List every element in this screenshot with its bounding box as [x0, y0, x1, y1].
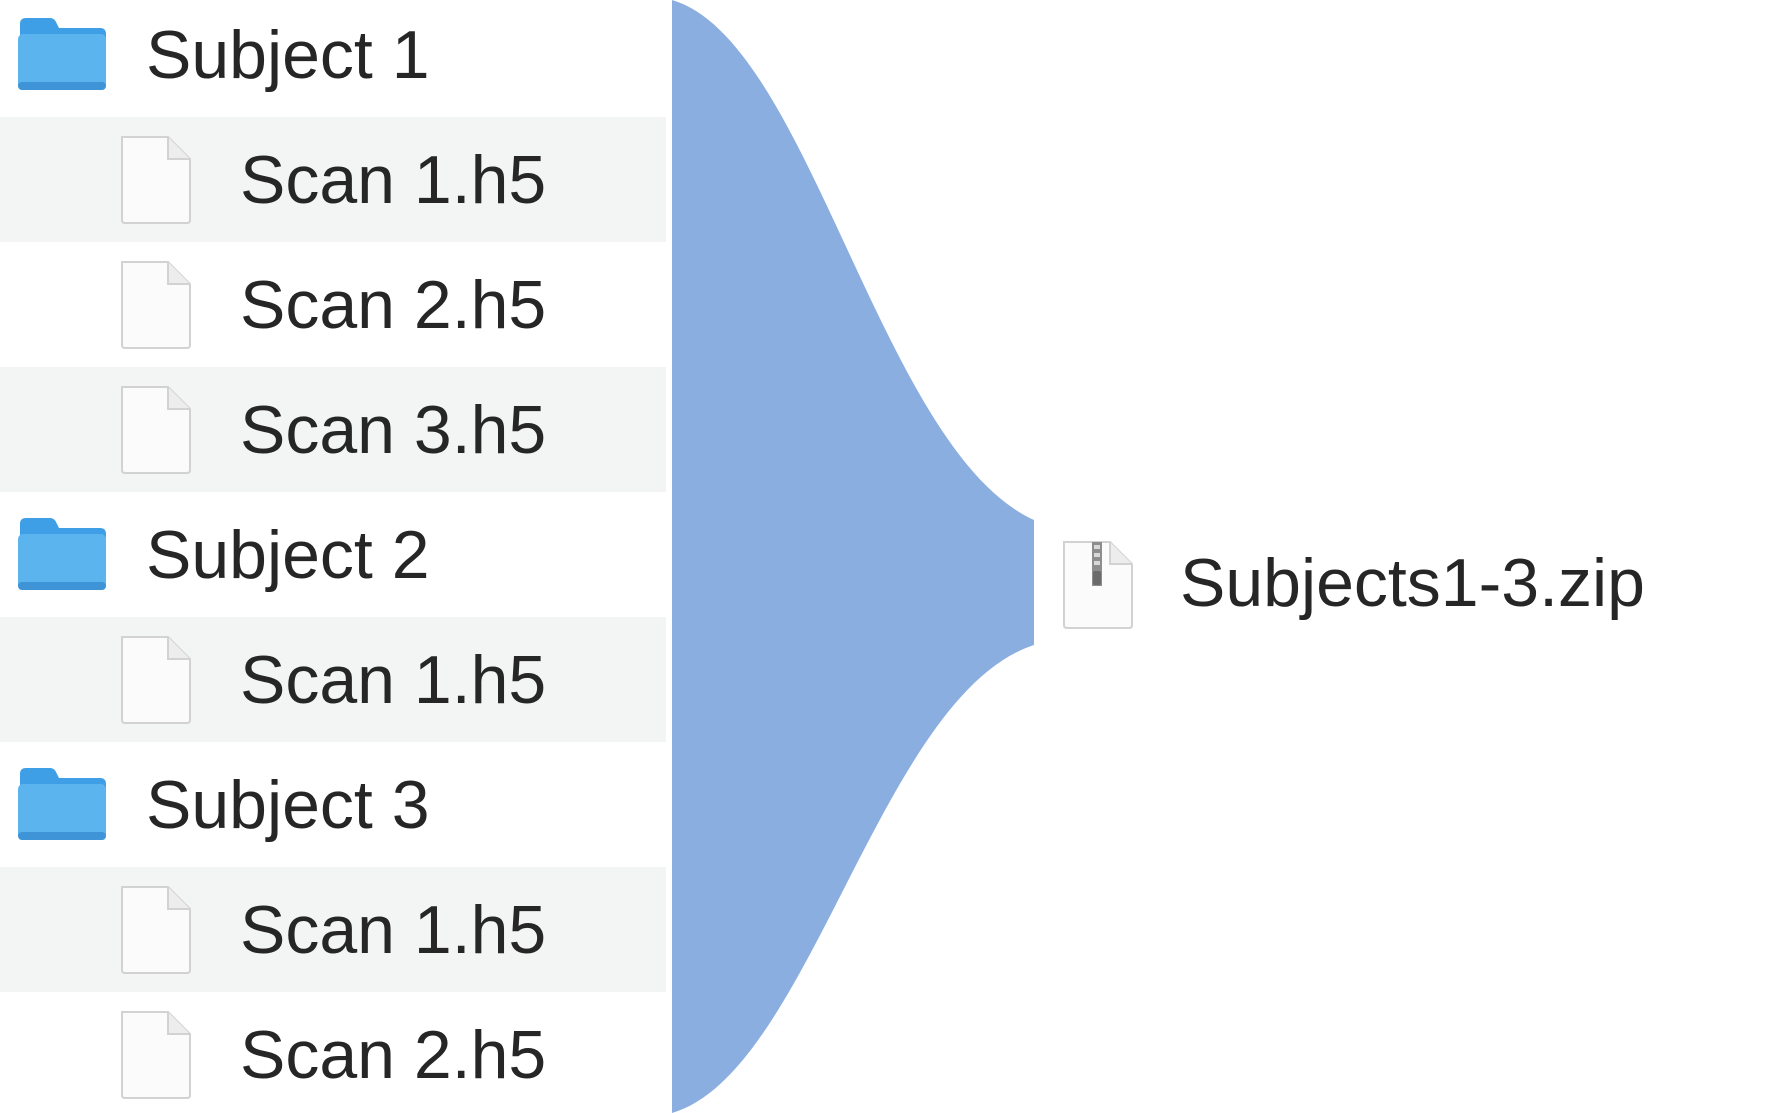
document-icon — [121, 1010, 191, 1099]
file-label: Scan 2.h5 — [240, 266, 547, 343]
document-icon — [121, 135, 191, 224]
file-list: Subject 1 Scan 1.h5 Scan 2.h5 Scan 3.h5 — [0, 0, 666, 1113]
zip-archive-icon — [1063, 541, 1133, 629]
folder-icon — [18, 17, 106, 90]
folder-label: Subject 1 — [146, 16, 430, 93]
folder-label: Subject 2 — [146, 516, 430, 593]
document-icon — [121, 385, 191, 474]
folder-icon — [18, 517, 106, 590]
folder-row-subject-1[interactable]: Subject 1 — [0, 0, 666, 117]
zip-file-label: Subjects1-3.zip — [1180, 545, 1645, 621]
document-icon — [121, 260, 191, 349]
document-icon — [121, 635, 191, 724]
file-label: Scan 2.h5 — [240, 1016, 547, 1093]
file-label: Scan 1.h5 — [240, 891, 547, 968]
file-row-scan-1[interactable]: Scan 1.h5 — [0, 867, 666, 992]
file-row-scan-2[interactable]: Scan 2.h5 — [0, 992, 666, 1113]
zip-file[interactable]: Subjects1-3.zip — [1052, 533, 1752, 633]
file-label: Scan 1.h5 — [240, 141, 547, 218]
funnel-shape — [672, 0, 1034, 1113]
document-icon — [121, 885, 191, 974]
folder-row-subject-2[interactable]: Subject 2 — [0, 492, 666, 617]
file-label: Scan 1.h5 — [240, 641, 547, 718]
file-row-scan-2[interactable]: Scan 2.h5 — [0, 242, 666, 367]
folder-row-subject-3[interactable]: Subject 3 — [0, 742, 666, 867]
folder-icon — [18, 767, 106, 840]
file-label: Scan 3.h5 — [240, 391, 547, 468]
file-row-scan-1[interactable]: Scan 1.h5 — [0, 617, 666, 742]
folder-label: Subject 3 — [146, 766, 430, 843]
file-row-scan-3[interactable]: Scan 3.h5 — [0, 367, 666, 492]
file-row-scan-1[interactable]: Scan 1.h5 — [0, 117, 666, 242]
